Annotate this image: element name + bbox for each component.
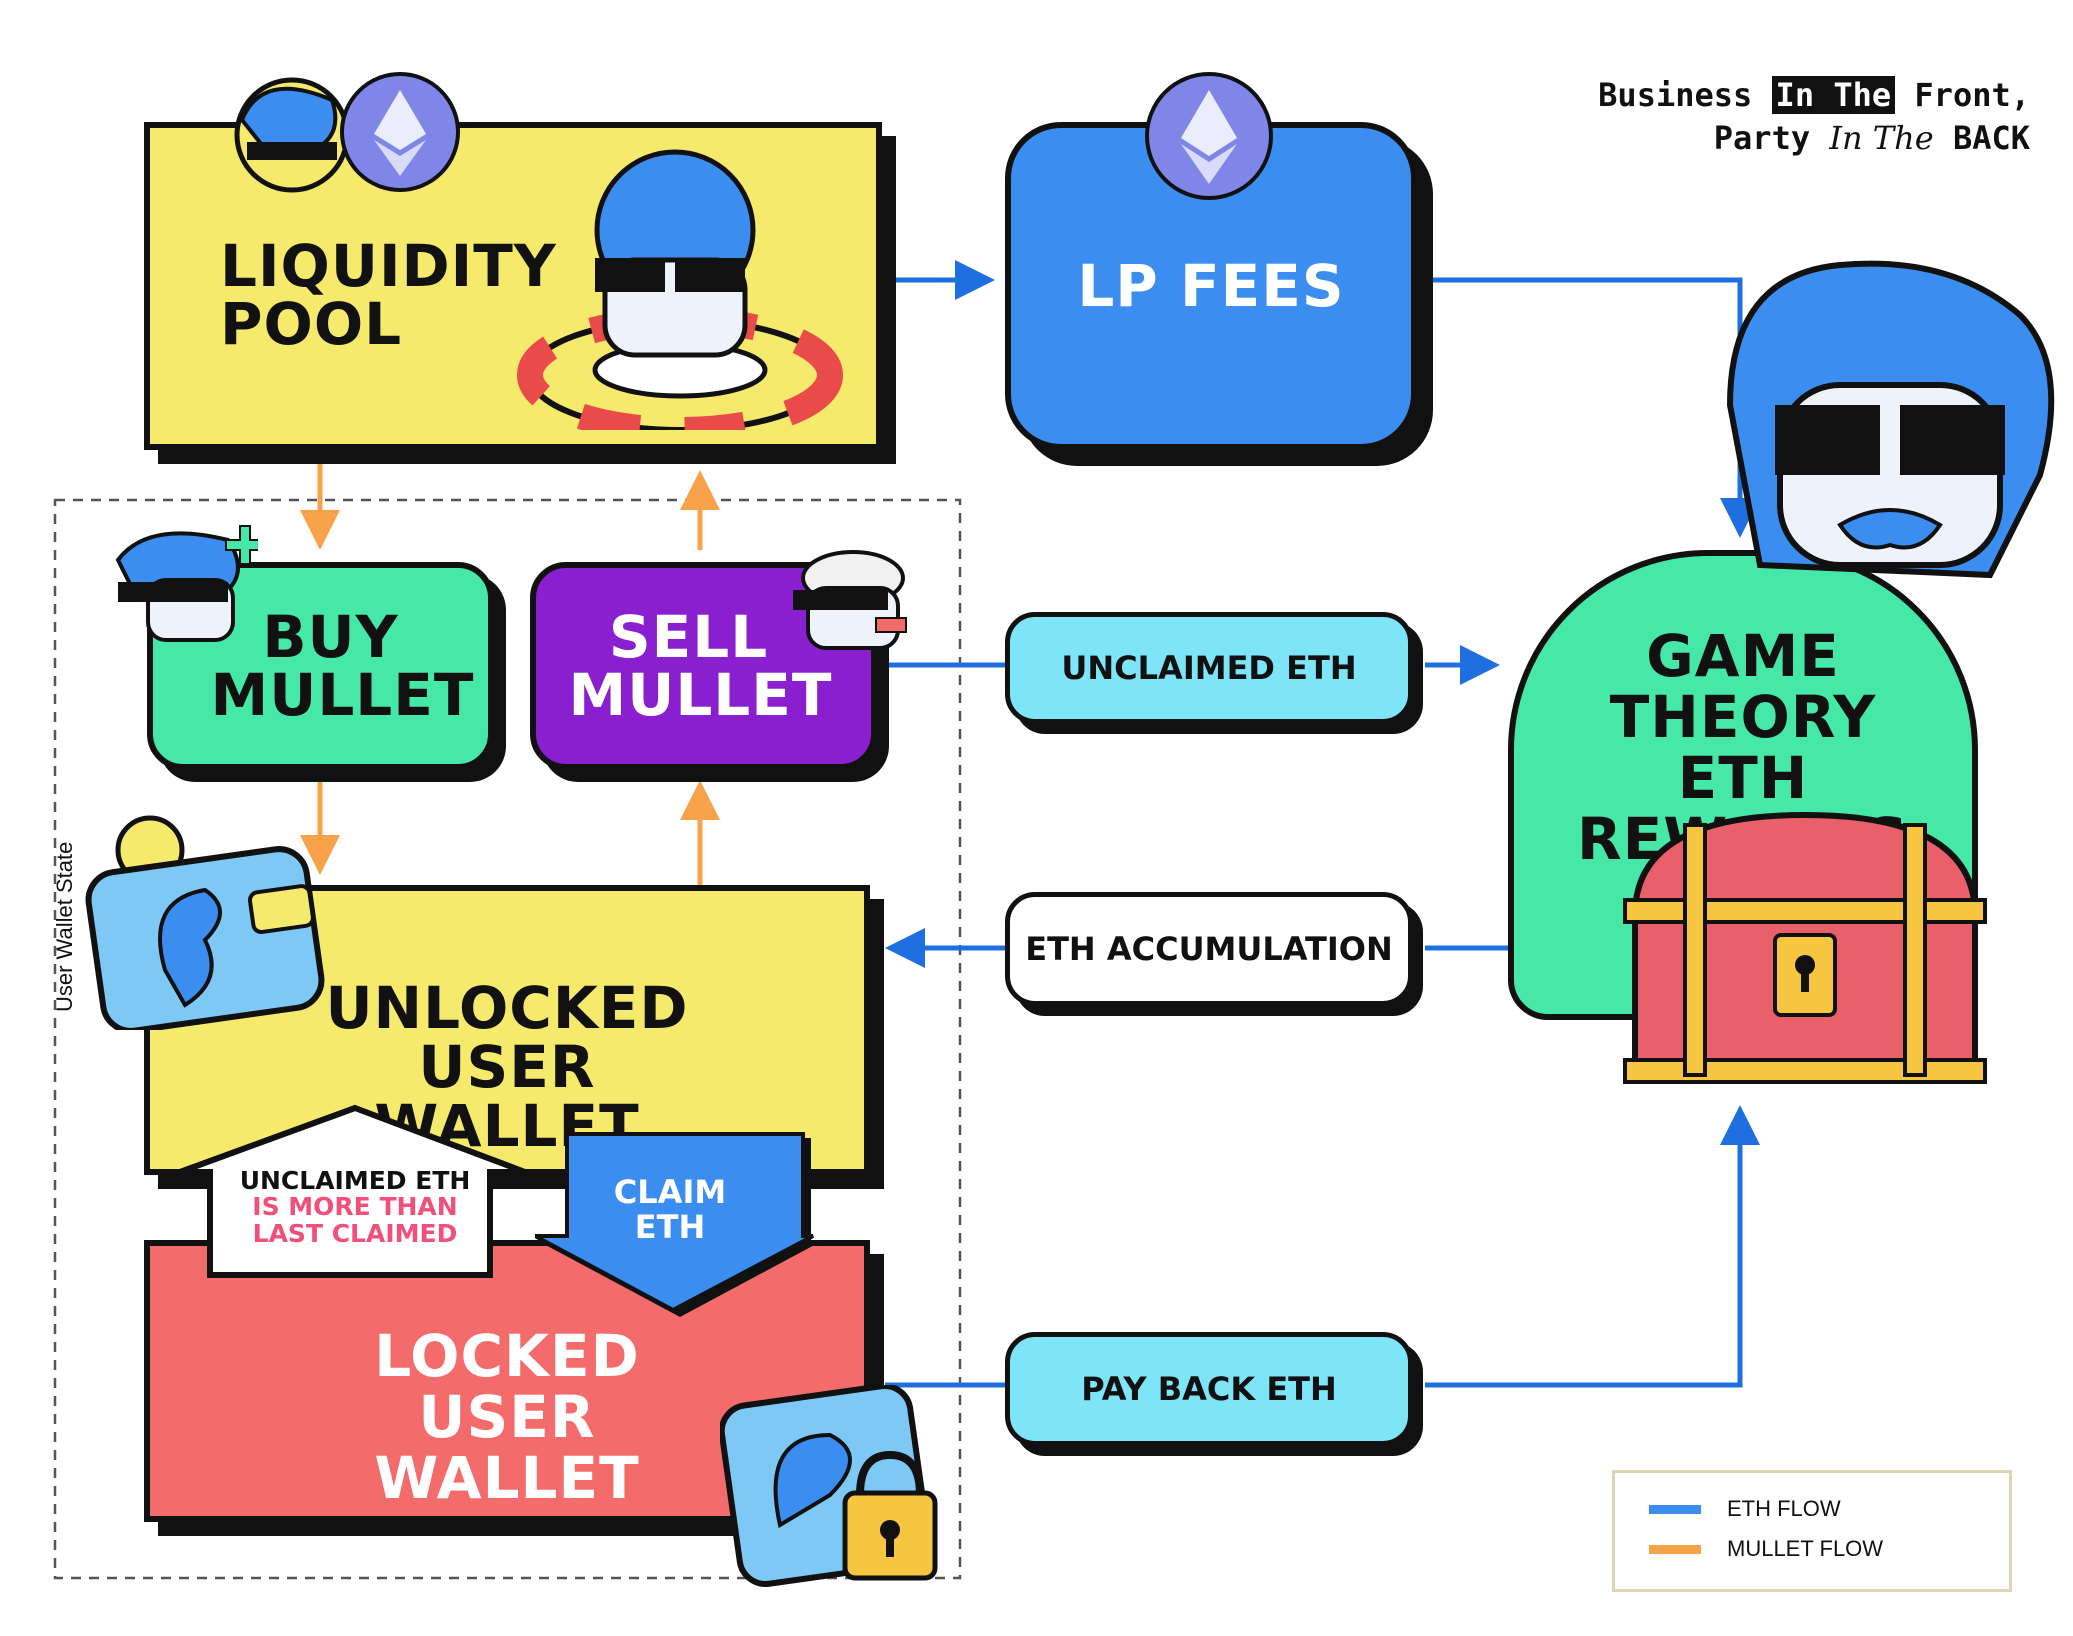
- legend-mullet-flow: MULLET FLOW: [1615, 1529, 2009, 1569]
- swim-ring-icon: [517, 149, 843, 430]
- legend-eth-flow-label: ETH FLOW: [1727, 1496, 1841, 1521]
- condition-up-arrow: [178, 1104, 527, 1278]
- condition-line-2: IS MORE THAN: [252, 1192, 458, 1222]
- flow-payback-to-rewards: [1425, 1105, 1760, 1388]
- user-wallet-state-group: [53, 498, 962, 1580]
- brand-front: Front,: [1914, 76, 2030, 114]
- eth-flow-swatch: [1649, 1504, 1701, 1514]
- wallet-icon: [85, 815, 325, 1030]
- unlocked-wallet-node[interactable]: UNLOCKED USER WALLET: [144, 885, 870, 1175]
- pay-back-eth-label: PAY BACK ETH: [1081, 1370, 1337, 1408]
- mullet-mascot-icon: [234, 77, 350, 193]
- claim-condition: UNCLAIMED ETH IS MORE THAN LAST CLAIMED: [215, 1166, 495, 1248]
- legend: ETH FLOW MULLET FLOW: [1612, 1470, 2012, 1592]
- brand-tagline: Business In The Front, Party In The BACK: [1590, 74, 2030, 160]
- ethereum-icon: [340, 72, 460, 192]
- condition-line-1: UNCLAIMED ETH: [239, 1166, 471, 1195]
- claim-eth-label: CLAIM ETH: [590, 1170, 750, 1250]
- brand-back: BACK: [1952, 119, 2030, 158]
- legend-mullet-flow-label: MULLET FLOW: [1727, 1536, 1884, 1561]
- unclaimed-eth-node[interactable]: UNCLAIMED ETH: [1005, 612, 1413, 724]
- mullet-mascot-icon: [115, 525, 258, 642]
- eth-accumulation-node[interactable]: ETH ACCUMULATION: [1005, 892, 1413, 1006]
- eth-accumulation-label: ETH ACCUMULATION: [1025, 930, 1393, 968]
- unclaimed-eth-label: UNCLAIMED ETH: [1061, 649, 1357, 687]
- brand-in-the-front: In The: [1771, 76, 1896, 114]
- mullet-mascot-icon: [793, 550, 907, 650]
- liquidity-pool-label: LIQUIDITY POOL: [220, 232, 557, 358]
- condition-line-3: LAST CLAIMED: [252, 1218, 458, 1248]
- pay-back-eth-node[interactable]: PAY BACK ETH: [1005, 1332, 1413, 1446]
- claim-eth-text: CLAIM ETH: [613, 1172, 727, 1246]
- legend-eth-flow: ETH FLOW: [1615, 1489, 2009, 1529]
- brand-in-the-back: In The: [1829, 119, 1934, 158]
- ethereum-icon: [1145, 72, 1273, 200]
- unlocked-wallet-label: UNLOCKED USER WALLET: [325, 974, 689, 1161]
- sell-mullet-label: SELL MULLET: [568, 603, 833, 729]
- locked-wallet-label: LOCKED USER WALLET: [374, 1322, 640, 1512]
- lp-fees-label: LP FEES: [1077, 252, 1345, 320]
- claim-eth-arrow[interactable]: [535, 1132, 825, 1322]
- mullet-mascot-icon: [1726, 260, 2055, 579]
- brand-business: Business: [1598, 76, 1753, 114]
- brand-party: Party: [1713, 119, 1811, 158]
- buy-mullet-label: BUY MULLET: [210, 603, 475, 729]
- user-wallet-state-label: User Wallet State: [52, 841, 77, 1012]
- mullet-flow-swatch: [1649, 1544, 1701, 1554]
- locked-wallet-icon: [720, 1385, 938, 1587]
- treasure-chest-icon: [1623, 811, 1987, 1084]
